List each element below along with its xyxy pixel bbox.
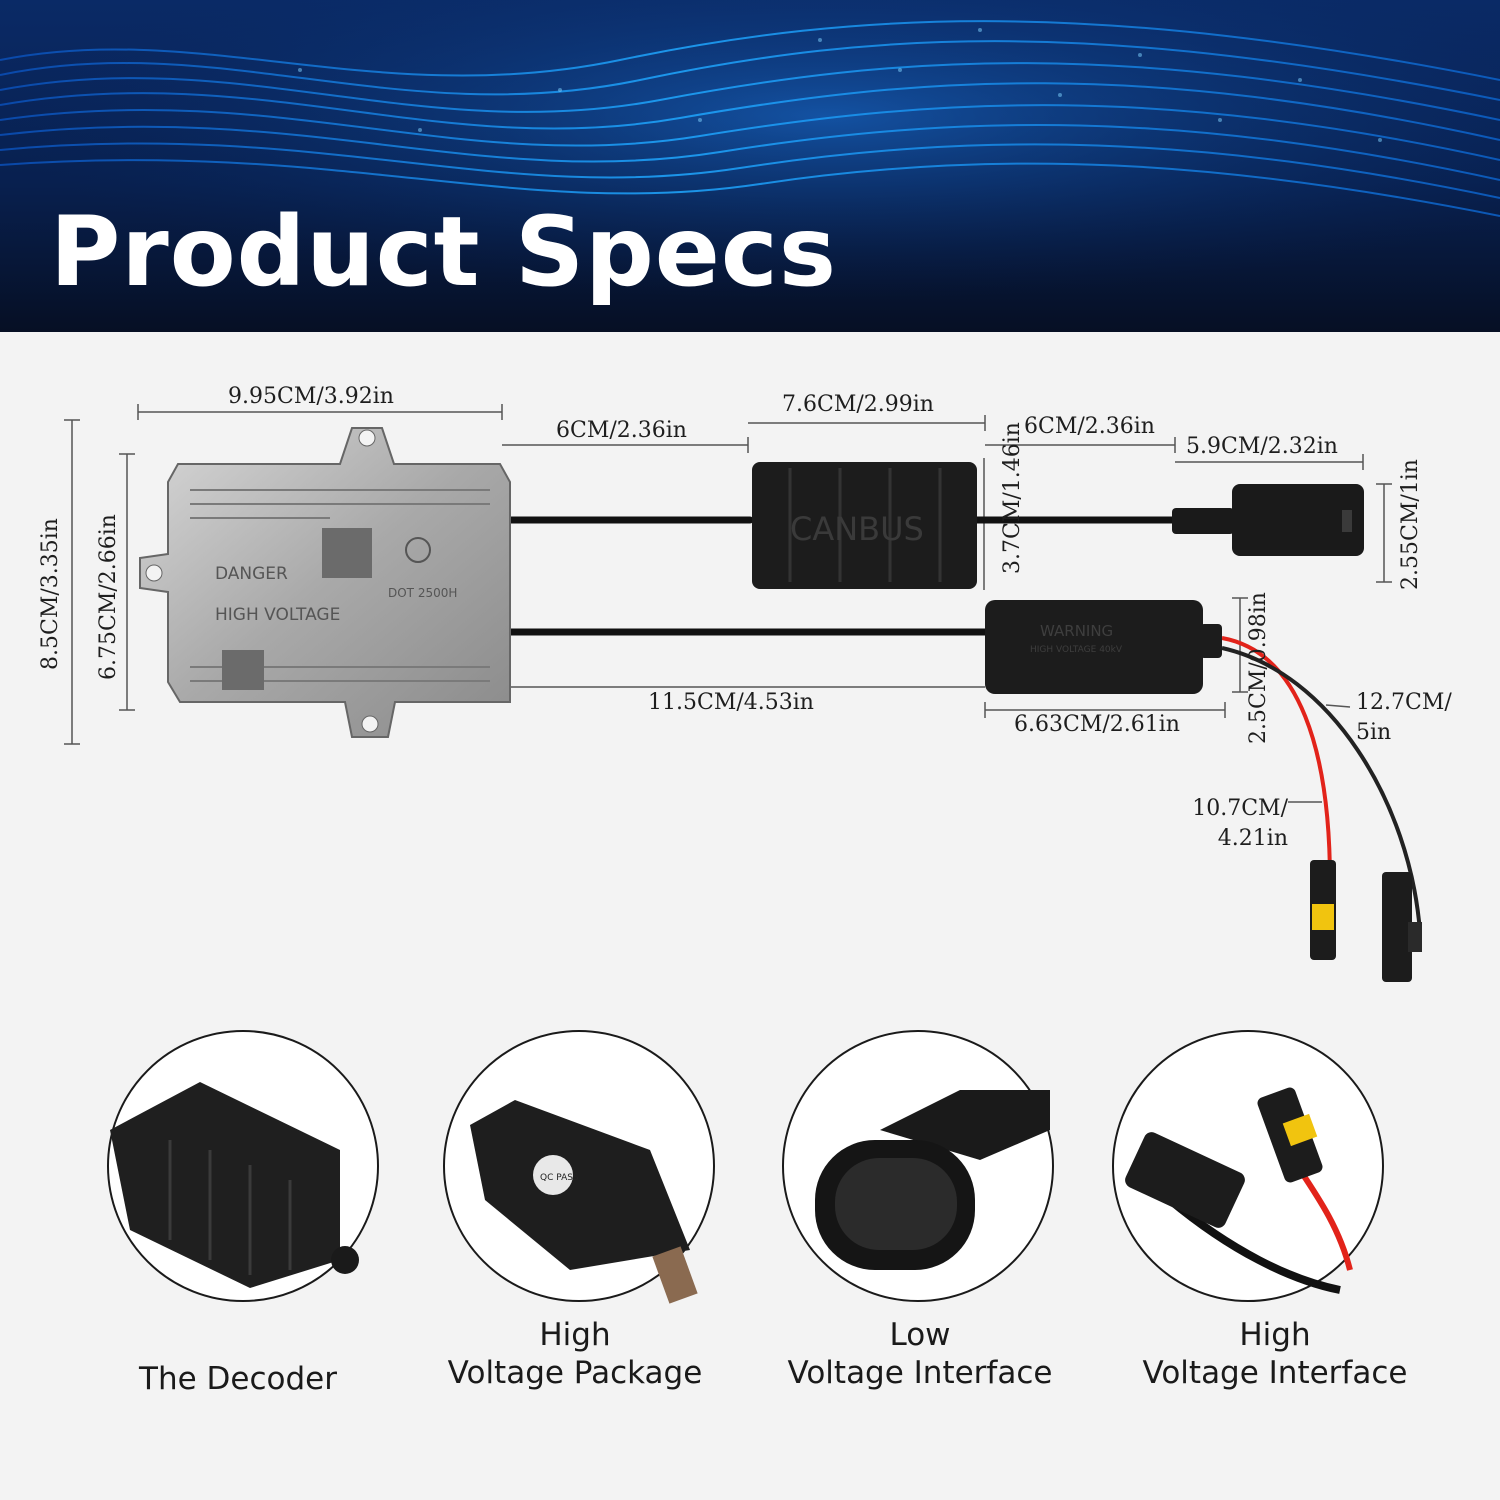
qc-pass-label: QC PASS (540, 1173, 579, 1183)
particle-wave-graphic (0, 0, 1500, 332)
dim-connector-height: 2.55CM/1in (1398, 459, 1423, 590)
output-wires (1221, 636, 1422, 933)
warning-sub-label: HIGH VOLTAGE 40kV (1030, 645, 1123, 655)
low-voltage-connector (1172, 484, 1364, 556)
high-voltage-package: WARNING HIGH VOLTAGE 40kV (985, 600, 1222, 694)
dim-package-height: 2.5CM/0.98in (1246, 592, 1271, 744)
caption-decoder: The Decoder (103, 1360, 373, 1398)
dim-connector-width: 5.9CM/2.32in (1186, 434, 1338, 459)
decoder-closeup (110, 1082, 359, 1288)
dim-cable-top-1: 6CM/2.36in (556, 418, 687, 443)
dim-decoder-height: 3.7CM/1.46in (1000, 422, 1025, 574)
detail-circles: QC PASS (107, 1030, 1384, 1304)
high-voltage-label: HIGH VOLTAGE (215, 605, 340, 625)
dim-ballast-height-inner: 6.75CM/2.66in (96, 514, 121, 680)
high-voltage-closeup (1125, 1087, 1353, 1294)
wiring-diagram: DANGER HIGH VOLTAGE DOT 2500H CANBUS WAR… (64, 404, 1422, 982)
header-banner: Product Specs (0, 0, 1500, 332)
dot-label: DOT 2500H (388, 586, 457, 600)
cables (496, 516, 1184, 636)
canbus-decoder: CANBUS (752, 462, 977, 589)
dim-ballast-width: 9.95CM/3.92in (228, 384, 394, 409)
caption-line-1: High (1239, 1317, 1311, 1353)
dim-package-width: 6.63CM/2.61in (1014, 712, 1180, 737)
danger-label: DANGER (215, 564, 288, 584)
dim-decoder-width: 7.6CM/2.99in (782, 392, 934, 417)
page-title: Product Specs (50, 196, 837, 308)
dim-ballast-height-outer: 8.5CM/3.35in (38, 518, 63, 670)
caption-low-voltage-interface: Low Voltage Interface (765, 1316, 1075, 1392)
warning-label: WARNING (1040, 622, 1113, 640)
dim-wire-black: 12.7CM/ 5in (1356, 690, 1452, 745)
high-voltage-detail-circle (1112, 1030, 1384, 1302)
product-diagram: DANGER HIGH VOLTAGE DOT 2500H CANBUS WAR… (0, 332, 1500, 1500)
canbus-label: CANBUS (790, 510, 924, 548)
dim-cable-top-2: 6CM/2.36in (1024, 414, 1155, 439)
caption-high-voltage-interface: High Voltage Interface (1115, 1316, 1435, 1392)
package-closeup: QC PASS (470, 1100, 698, 1304)
caption-decoder-line: The Decoder (139, 1361, 337, 1397)
caption-line-1: Low (889, 1317, 951, 1353)
dimension-lines (64, 404, 1392, 803)
dim-cable-bottom: 11.5CM/4.53in (648, 690, 814, 715)
dim-wire-red: 10.7CM/ 4.21in (1192, 796, 1288, 851)
low-voltage-closeup (815, 1090, 1050, 1270)
caption-line-2: Voltage Interface (787, 1355, 1053, 1391)
caption-line-2: Voltage Interface (1142, 1355, 1408, 1391)
output-plugs (1310, 860, 1422, 982)
caption-high-voltage-package: High Voltage Package (420, 1316, 730, 1392)
ballast-unit: DANGER HIGH VOLTAGE DOT 2500H (139, 427, 511, 738)
caption-line-2: Voltage Package (447, 1355, 703, 1391)
caption-line-1: High (539, 1317, 611, 1353)
